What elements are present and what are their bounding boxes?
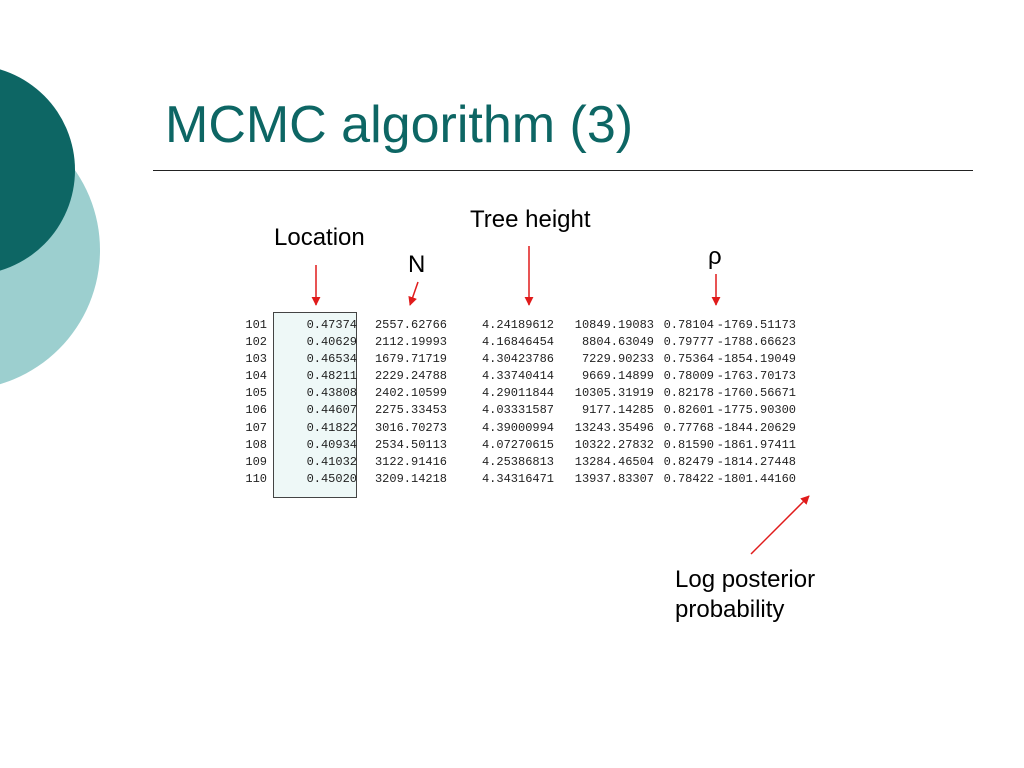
slide-title: MCMC algorithm (3) — [165, 96, 634, 154]
table-cell: 13243.35496 — [574, 420, 654, 435]
table-row: 103 0.46534 1679.71719 4.30423786 7229.90233… — [237, 351, 796, 368]
table-cell: 3122.91416 — [374, 454, 447, 469]
mcmc-samples-table: 101 0.47374 2557.62766 4.24189612 10849.1908… — [237, 317, 796, 488]
table-cell: -1844.20629 — [716, 420, 796, 435]
table-cell: -1788.66623 — [716, 335, 796, 350]
table-cell: 4.16846454 — [481, 335, 554, 350]
table-cell: 2557.62766 — [374, 318, 447, 332]
table-cell: -1769.51173 — [716, 318, 796, 332]
table-cell: -1760.56671 — [716, 386, 796, 401]
table-cell: 4.39000994 — [481, 420, 554, 435]
label-log-posterior-line1: Log posterior — [675, 566, 816, 593]
location-column-highlight — [273, 312, 357, 498]
table-cell: 3016.70273 — [374, 420, 447, 435]
table-cell: 109 — [245, 454, 267, 469]
table-cell: 2402.10599 — [374, 386, 447, 401]
table-cell: 10322.27832 — [574, 437, 654, 452]
table-cell: 1679.71719 — [374, 352, 447, 367]
table-cell: 4.34316471 — [481, 471, 554, 486]
table-cell: 0.46534 — [306, 352, 357, 367]
table-cell: -1763.70173 — [716, 369, 796, 384]
label-n: N — [408, 251, 426, 278]
table-cell: 2112.19993 — [374, 335, 447, 350]
table-cell: 106 — [245, 403, 267, 418]
table-cell: 110 — [245, 471, 267, 486]
table-cell: 13937.83307 — [574, 471, 654, 486]
table-cell: 10305.31919 — [574, 386, 654, 401]
table-cell: 104 — [245, 369, 267, 384]
table-cell: 4.33740414 — [481, 369, 554, 384]
table-cell: 8804.63049 — [581, 335, 654, 350]
table-row: 109 0.41032 3122.91416 4.25386813 13284.4650… — [237, 454, 796, 471]
table-cell: 0.40629 — [306, 335, 357, 350]
label-log-posterior: Log posterior probability — [675, 565, 815, 625]
table-cell: 4.03331587 — [481, 403, 554, 418]
table-cell: 4.25386813 — [481, 454, 554, 469]
table-cell: 103 — [245, 352, 267, 367]
table-cell: 3209.14218 — [374, 471, 447, 486]
table-cell: 0.82601 — [663, 403, 714, 418]
table-cell: 9177.14285 — [581, 403, 654, 418]
table-cell: 4.07270615 — [481, 437, 554, 452]
table-cell: 0.44607 — [306, 403, 357, 418]
table-cell: 0.43808 — [306, 386, 357, 401]
table-cell: 0.41822 — [306, 420, 357, 435]
table-cell: -1775.90300 — [716, 403, 796, 418]
table-row: 108 0.40934 2534.50113 4.07270615 10322.2783… — [237, 437, 796, 454]
table-row: 107 0.41822 3016.70273 4.39000994 13243.3549… — [237, 420, 796, 437]
table-cell: 105 — [245, 386, 267, 401]
table-row: 106 0.44607 2275.33453 4.03331587 9177.14285… — [237, 402, 796, 419]
table-body: 101 0.47374 2557.62766 4.24189612 10849.1908… — [237, 317, 796, 488]
table-cell: -1814.27448 — [716, 454, 796, 469]
table-row: 102 0.40629 2112.19993 4.16846454 8804.63049… — [237, 334, 796, 351]
table-cell: 10849.19083 — [574, 318, 654, 332]
table-cell: 13284.46504 — [574, 454, 654, 469]
table-row: 104 0.48211 2229.24788 4.33740414 9669.14899… — [237, 368, 796, 385]
table-cell: 0.79777 — [663, 335, 714, 350]
table-cell: 107 — [245, 420, 267, 435]
table-cell: 4.29011844 — [481, 386, 554, 401]
table-cell: 0.75364 — [663, 352, 714, 367]
table-cell: 0.78422 — [663, 471, 714, 486]
table-cell: 2275.33453 — [374, 403, 447, 418]
table-cell: 0.41032 — [306, 454, 357, 469]
table-cell: 7229.90233 — [581, 352, 654, 367]
table-cell: 0.48211 — [306, 369, 357, 384]
table-cell: 9669.14899 — [581, 369, 654, 384]
label-tree-height: Tree height — [470, 206, 591, 233]
label-location: Location — [274, 224, 365, 251]
label-rho: ρ — [708, 243, 722, 270]
table-cell: 0.78009 — [663, 369, 714, 384]
table-cell: 0.78104 — [663, 318, 714, 332]
table-cell: 2229.24788 — [374, 369, 447, 384]
table-cell: 0.82178 — [663, 386, 714, 401]
table-cell: -1854.19049 — [716, 352, 796, 367]
table-cell: 0.47374 — [306, 318, 357, 332]
table-cell: 0.40934 — [306, 437, 357, 452]
table-row: 110 0.45020 3209.14218 4.34316471 13937.8330… — [237, 471, 796, 488]
table-row: 101 0.47374 2557.62766 4.24189612 10849.1908… — [237, 317, 796, 334]
label-log-posterior-line2: probability — [675, 596, 785, 623]
table-cell: 101 — [245, 318, 267, 332]
table-cell: 2534.50113 — [374, 437, 447, 452]
table-cell: 0.45020 — [306, 471, 357, 486]
table-cell: 4.24189612 — [481, 318, 554, 332]
table-cell: 0.77768 — [663, 420, 714, 435]
table-cell: 108 — [245, 437, 267, 452]
table-cell: -1861.97411 — [716, 437, 796, 452]
table-cell: 0.82479 — [663, 454, 714, 469]
title-divider — [153, 170, 973, 171]
table-cell: -1801.44160 — [716, 471, 796, 486]
table-cell: 0.81590 — [663, 437, 714, 452]
table-row: 105 0.43808 2402.10599 4.29011844 10305.3191… — [237, 385, 796, 402]
table-cell: 102 — [245, 335, 267, 350]
dark-teal-circle — [0, 69, 75, 271]
table-cell: 4.30423786 — [481, 352, 554, 367]
